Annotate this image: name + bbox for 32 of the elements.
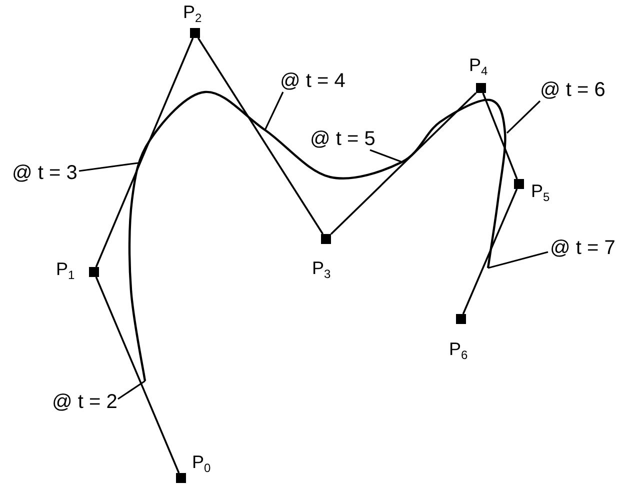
parameter-label: @ t = 5 <box>310 128 376 150</box>
parameter-label: @ t = 7 <box>550 237 616 259</box>
control-point <box>456 314 466 324</box>
point-label: P$_{0}$ <box>192 452 211 477</box>
control-polygon-line <box>197 38 324 234</box>
control-point <box>176 473 186 483</box>
control-point <box>514 179 524 189</box>
control-polygon-line <box>330 92 477 235</box>
control-point <box>321 234 331 244</box>
point-label: P$_{1}$ <box>56 259 75 284</box>
leader-line <box>506 100 541 134</box>
parameter-label: @ t = 3 <box>12 162 78 184</box>
parameter-label: @ t = 6 <box>540 79 606 101</box>
control-point <box>476 83 486 93</box>
leader-line <box>488 251 548 269</box>
point-label: P$_{4}$ <box>469 55 488 80</box>
point-label: P$_{3}$ <box>312 258 331 283</box>
parameter-label: @ t = 2 <box>52 391 118 413</box>
control-polygon-line <box>462 188 518 314</box>
point-label: P$_{6}$ <box>449 339 468 364</box>
leader-line <box>118 380 146 400</box>
control-polygon-line <box>482 92 518 180</box>
leader-line <box>78 162 138 172</box>
leader-line <box>264 92 284 130</box>
control-polygon-line <box>95 38 194 268</box>
parameter-label: @ t = 4 <box>280 70 346 92</box>
control-polygon-line <box>95 276 180 474</box>
point-label: P$_{2}$ <box>183 2 202 27</box>
control-point <box>89 267 99 277</box>
point-label: P$_{5}$ <box>531 181 550 206</box>
control-point <box>190 28 200 38</box>
leader-line <box>370 149 402 163</box>
